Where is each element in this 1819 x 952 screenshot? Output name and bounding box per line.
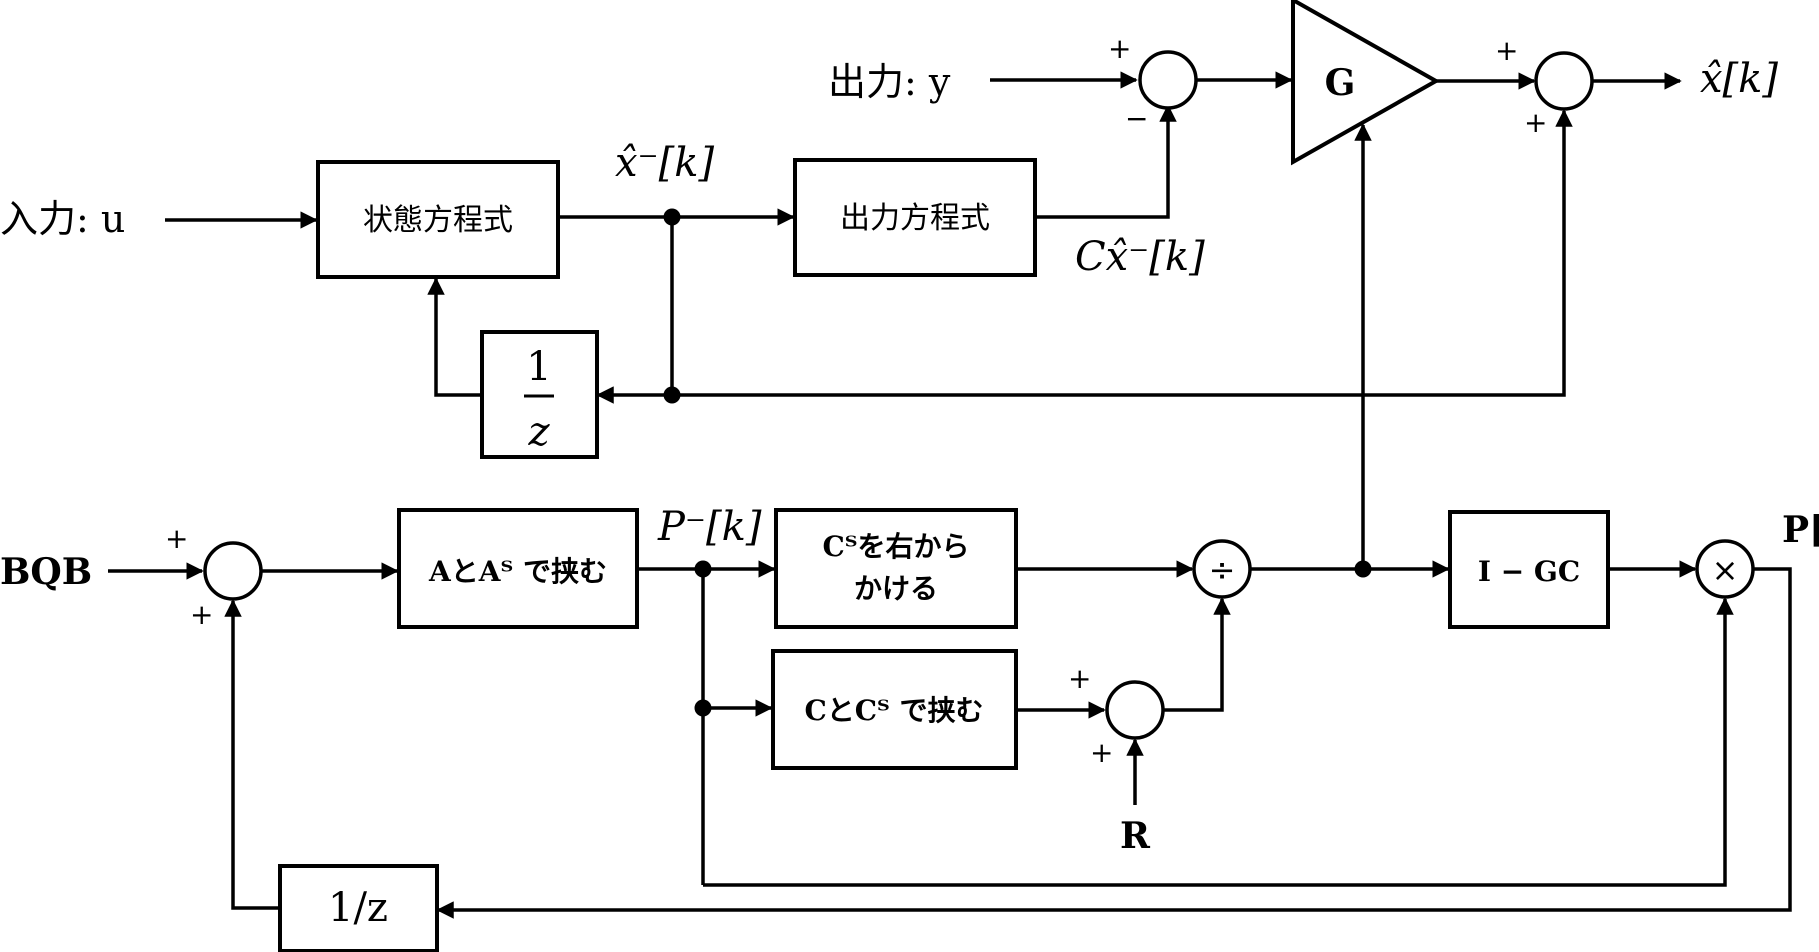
- wire-p-minus-to-multiply: [703, 597, 1734, 887]
- state-equation-block: [316, 160, 560, 279]
- sign-r-plus: +: [1090, 736, 1113, 769]
- x-hat-output-label: x̂[k]: [1700, 56, 1778, 102]
- ct-right-label-line1: Cᵀを右から: [822, 530, 969, 563]
- ct-right-label-line2: かける: [854, 572, 938, 605]
- wire-delay-to-cov-sum: [224, 599, 280, 910]
- p-minus-label: P⁻[k]: [657, 504, 762, 550]
- c-sandwich-label: CとCᵀ で挟む: [804, 694, 983, 727]
- sign-cov-feedback-plus: +: [190, 598, 213, 631]
- wire-cx-to-subtract: [1035, 104, 1177, 219]
- wire-p-feedback: [436, 567, 1792, 919]
- ct-right-block: [774, 508, 1018, 629]
- wire-feedback-to-sum: [672, 109, 1573, 397]
- bottom-delay-block: [278, 864, 439, 952]
- sign-bqb-plus: +: [165, 522, 188, 555]
- sign-y-plus: +: [1108, 32, 1131, 65]
- r-label: R: [1120, 815, 1151, 857]
- c-x-hat-minus-label: Cx̂⁻[k]: [1075, 234, 1205, 280]
- subtract-junction: [1138, 50, 1198, 110]
- a-sandwich-label: AとAᵀ で挟む: [428, 555, 607, 588]
- bqb-label: BQB: [0, 551, 92, 593]
- gain-label: G: [1325, 62, 1356, 104]
- state-update-sum: [1534, 51, 1594, 111]
- gain-triangle: [1291, 0, 1441, 166]
- x-hat-minus-label: x̂⁻[k]: [615, 140, 715, 186]
- sign-gain-plus: +: [1495, 34, 1518, 67]
- i-minus-gc-block: [1448, 510, 1610, 629]
- sign-feedback-plus: +: [1524, 106, 1547, 139]
- output-equation-label: 出力方程式: [840, 201, 990, 236]
- sign-c-plus: +: [1068, 662, 1091, 695]
- input-u-label: 入力: u: [0, 197, 125, 241]
- output-equation-block: [793, 158, 1037, 277]
- covariance-sum: [203, 541, 263, 601]
- p-output-label: P[k]: [1782, 509, 1819, 551]
- i-minus-gc-label: I − GC: [1478, 555, 1580, 588]
- output-y-label: 出力: y: [828, 60, 951, 104]
- multiply-operator: ×: [1712, 551, 1739, 589]
- top-delay-denominator: z: [527, 409, 550, 455]
- bottom-delay-label: 1/z: [328, 885, 388, 931]
- state-equation-label: 状態方程式: [363, 203, 513, 238]
- wire-r-sum-to-divide: [1163, 597, 1231, 712]
- r-sum-junction: [1105, 680, 1165, 740]
- divide-operator: ÷: [1209, 551, 1236, 589]
- wire-delay-to-state: [427, 277, 482, 397]
- sign-cx-minus: −: [1125, 102, 1148, 135]
- top-delay-numerator: 1: [526, 344, 551, 390]
